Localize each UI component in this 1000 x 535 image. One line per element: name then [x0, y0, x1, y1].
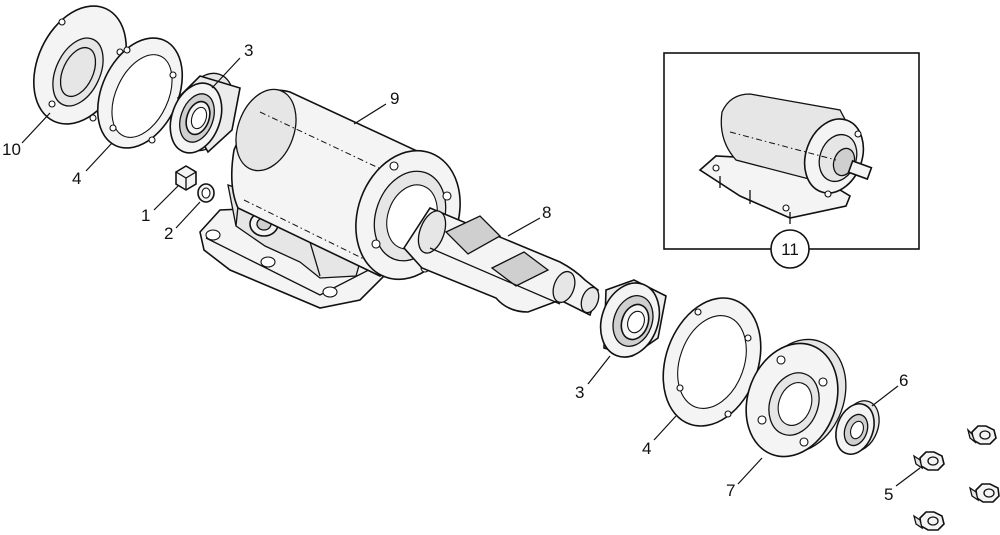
callout-7: 7 — [726, 481, 735, 500]
leader-lines — [21, 57, 921, 487]
callout-6: 6 — [899, 371, 908, 390]
part-5-bolt — [968, 483, 1000, 503]
part-5-bolt — [966, 425, 997, 445]
callout-circle-11 — [770, 229, 810, 269]
part-3-bearing-lower — [599, 279, 667, 358]
callout-9: 9 — [390, 89, 399, 108]
part-10-end-cover — [32, 5, 128, 125]
part-3-bearing-upper — [169, 72, 241, 154]
part-4-gasket-upper — [96, 37, 184, 149]
callout-3-lower: 3 — [575, 383, 584, 402]
part-6-oil-seal — [835, 400, 880, 455]
callout-8: 8 — [542, 203, 551, 222]
callout-4-upper: 4 — [72, 169, 81, 188]
part-7-cover-flange — [745, 338, 847, 458]
part-11-assembly-inset — [663, 52, 920, 269]
callout-2: 2 — [164, 224, 173, 243]
part-5-bolt — [912, 511, 945, 531]
callout-3-upper: 3 — [244, 41, 253, 60]
callout-10: 10 — [2, 140, 21, 159]
callout-5: 5 — [884, 485, 893, 504]
callout-4-lower: 4 — [642, 439, 651, 458]
part-2-washer — [197, 183, 215, 203]
callout-labels: 10 4 3 9 1 2 8 3 4 7 6 5 11 — [2, 41, 908, 504]
callout-11: 11 — [781, 240, 799, 259]
callout-1: 1 — [141, 206, 150, 225]
part-8-shaft — [402, 207, 600, 317]
part-1-plug-bolt — [175, 165, 197, 191]
part-5-bolt — [912, 451, 945, 471]
